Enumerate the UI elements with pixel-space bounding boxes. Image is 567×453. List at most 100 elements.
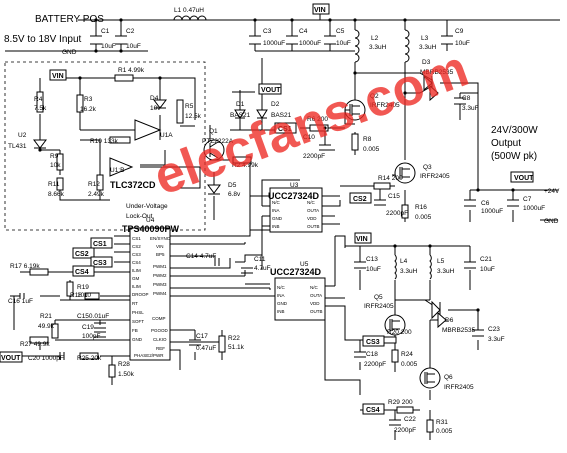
r19-ref: R19 [77,284,89,291]
d4-ref: D4 [150,95,159,102]
diode-d3b [429,84,439,102]
u4-pin-clkio: CLKIO [153,337,167,342]
l2-value: 3.3uH [369,44,387,51]
r28-ref: R28 [118,361,130,368]
plus24-label: +24V [544,188,560,195]
u2-part: TL431 [8,143,27,150]
d2-ref: D2 [271,101,280,108]
c6-value: 1000uF [481,208,503,215]
u5-pin-nc-right: N/C [310,285,319,290]
vin-net-top: VIN [314,7,326,14]
uvlo-region [4,61,206,231]
zener-d5 [207,184,221,194]
resistor-r4 [36,91,44,113]
l1-label: L1 0.47uH [174,7,204,14]
r11-ref: R11 [48,181,60,188]
c4-ref: C4 [299,28,308,35]
transistor-q1 [203,139,225,161]
r10-label: R10 133k [90,138,119,145]
r29-label: R29 200 [388,399,413,406]
ic-u3-body [269,187,323,233]
output-rating: 24V/300W [491,125,538,136]
cap-c11 [241,267,253,274]
u4-pin-cs3: CS3 [132,252,141,257]
c22-ref: C22 [404,416,416,423]
u5-pin-ina: INA [277,293,285,298]
c23-ref: C23 [488,326,500,333]
u4-pin-pwm4: PWM4 [153,291,167,296]
cap-c17 [189,339,201,346]
cs3-net-q5: CS3 [366,339,380,346]
resistor-r10 [109,136,131,144]
u3-pin-gnd: GND [272,216,283,221]
resistor-r9 [56,153,64,171]
q6-ref: Q6 [444,374,453,381]
mosfet-q5 [384,314,406,336]
u3-pin-ina: INA [272,208,280,213]
resistor-r19 [66,281,74,297]
d3-value: MBRB2535 [420,69,454,76]
c16-label: C16 1uF [8,298,33,305]
u3-pin-vdd: VDD [307,216,317,221]
c15-value: 2200pF [386,210,408,217]
d1-ref: D1 [236,101,245,108]
q3-value: IRFR2405 [420,173,450,180]
l3-value: 3.3uH [419,44,437,51]
uvlo-label-2: Lock-Out [126,213,153,220]
diode-d2 [256,109,268,119]
u5-pin-outa: OUTA [310,293,322,298]
comparator-u1a [134,119,162,141]
d5-ref: D5 [228,182,237,189]
u3-pin-outa: OUTA [307,208,319,213]
r21-value: 49.9k [38,323,55,330]
diode-d6a [431,300,441,320]
u5-ref: U5 [300,261,309,268]
output-peak: (500W pk) [491,151,537,162]
r14-label: R14 200 [378,175,403,182]
c5-ref: C5 [336,28,345,35]
d2-value: BAS21 [271,112,292,119]
r5-value: 12.5k [185,113,202,120]
resistor-r28 [108,364,116,378]
resistor-r14 [373,182,391,190]
cap-c4 [286,35,298,45]
cap-c3 [249,35,261,45]
q5-ref: Q5 [374,294,383,301]
ic-u4-body [129,227,171,361]
inductor-l2 [354,29,360,63]
diode-d6b [437,311,447,329]
mosfet-q3 [394,162,416,184]
c14-label: C14 4.7uF [186,253,216,260]
d1-value: BAS21 [230,112,251,119]
component-symbols [19,15,519,433]
mosfet-q2 [344,99,366,124]
cs4-net-q6: CS4 [366,407,380,414]
c21-ref: C21 [480,256,492,263]
c8-ref: C8 [462,95,471,102]
cs4-net-u4: CS4 [75,269,89,276]
u3-pin-inb: INB [272,224,280,229]
diode-d3a [423,74,433,92]
output-label: Output [491,138,521,149]
u4-pin-bp5: BP5 [156,252,165,257]
c20-label: C20 1000pF [28,355,64,362]
c11-value: 4.7uF [254,265,271,272]
u4-pin-pwm1: PWM1 [153,264,167,269]
l5-value: 3.3uH [437,268,455,275]
vout-output-net: VOUT [514,175,534,182]
u4-pin-pwm2: PWM2 [153,273,167,278]
u3-pin-outb: OUTB [307,224,320,229]
u4-pin-gm: GM [132,276,140,281]
l2-ref: L2 [371,35,379,42]
r19-value: 10k [77,292,88,299]
resistor-r17 [29,268,49,276]
cap-c9 [441,35,453,45]
c3-ref: C3 [263,28,272,35]
r11-value: 8.66k [48,191,65,198]
l4-ref: L4 [400,258,408,265]
r25-label: R25 20k [77,355,102,362]
cap-c18 [354,351,366,358]
r1-label: R1 4.99k [118,67,145,74]
u5-pin-nc-left: N/C [277,285,286,290]
output-gnd-label: GND [544,218,559,225]
